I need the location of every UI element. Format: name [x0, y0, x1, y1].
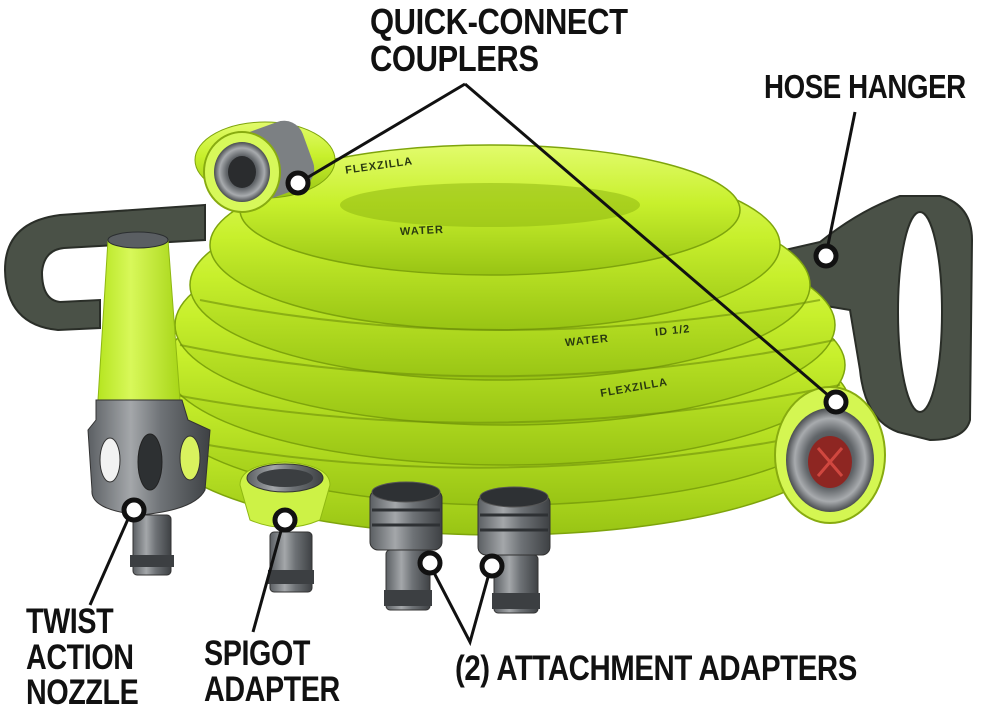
- attachment-adapter-1: [369, 481, 443, 611]
- twist-action-nozzle: [87, 231, 211, 576]
- spigot-adapter: [239, 461, 331, 593]
- coiled-hose: [159, 144, 851, 536]
- label-attachment-adapters: (2) ATTACHMENT ADAPTERS: [455, 649, 857, 688]
- top-quick-connect-coupler: [194, 120, 336, 213]
- callout-lines: [88, 82, 857, 647]
- hose-print-type: WATER: [399, 223, 445, 239]
- label-quick-connect-couplers: QUICK-CONNECT COUPLERS: [370, 1, 628, 79]
- attachment-adapter-2: [477, 486, 551, 614]
- callout-markers: [121, 170, 849, 579]
- label-twist-action-nozzle: TWIST ACTION NOZZLE: [26, 602, 139, 713]
- label-hose-hanger: HOSE HANGER: [764, 68, 966, 105]
- label-spigot-adapter: SPIGOT ADAPTER: [204, 634, 340, 709]
- right-quick-connect-coupler: [774, 386, 886, 524]
